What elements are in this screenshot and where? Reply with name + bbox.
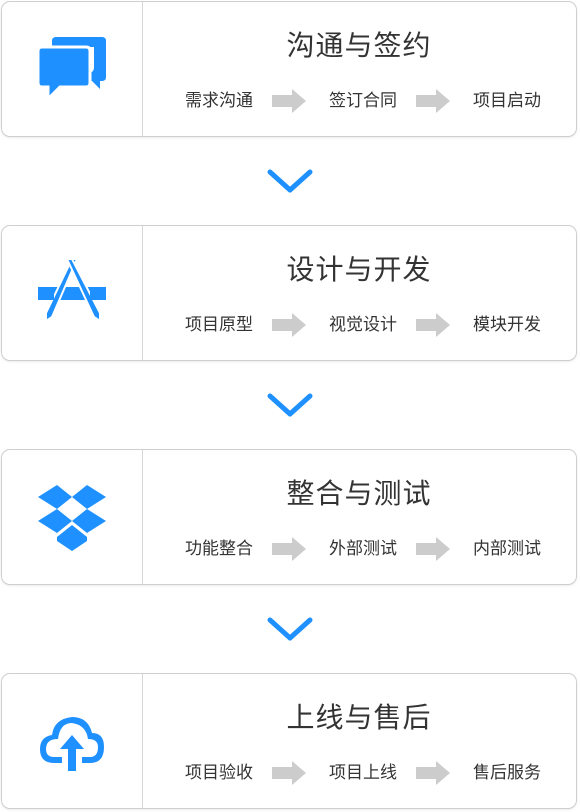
step-arrow-icon <box>272 89 306 113</box>
stage-title: 上线与售后 <box>286 701 432 734</box>
stage-icon-cell <box>2 450 143 584</box>
app-store-icon <box>38 258 106 323</box>
step-label: 模块开发 <box>473 315 541 335</box>
stage-icon-cell <box>2 2 143 136</box>
step-arrow-icon <box>272 761 306 785</box>
chat-bubbles-icon <box>36 37 106 103</box>
stage-title: 设计与开发 <box>286 253 432 286</box>
step-label: 视觉设计 <box>329 315 397 335</box>
step-label: 签订合同 <box>329 91 397 111</box>
stage-card-testing: 整合与测试 功能整合 外部测试 内部测试 <box>1 449 577 585</box>
stage-steps: 需求沟通 签订合同 项目启动 <box>142 88 576 114</box>
step-label: 需求沟通 <box>185 91 253 111</box>
stage-steps: 项目原型 视觉设计 模块开发 <box>142 312 576 338</box>
step-label: 项目启动 <box>473 91 541 111</box>
step-label: 项目验收 <box>185 763 253 783</box>
stage-card-communication: 沟通与签约 需求沟通 签订合同 项目启动 <box>1 1 577 137</box>
step-arrow-icon <box>416 761 450 785</box>
stage-steps: 功能整合 外部测试 内部测试 <box>142 536 576 562</box>
step-arrow-icon <box>416 537 450 561</box>
step-label: 售后服务 <box>473 763 541 783</box>
step-label: 项目上线 <box>329 763 397 783</box>
chevron-down-icon <box>267 169 313 193</box>
chevron-down-icon <box>267 617 313 641</box>
step-label: 功能整合 <box>185 539 253 559</box>
stage-steps: 项目验收 项目上线 售后服务 <box>142 760 576 786</box>
stage-icon-cell <box>2 674 143 808</box>
dropbox-icon <box>38 485 106 551</box>
stage-title: 沟通与签约 <box>286 29 432 62</box>
stage-card-launch: 上线与售后 项目验收 项目上线 售后服务 <box>1 673 577 809</box>
step-arrow-icon <box>416 313 450 337</box>
stage-title: 整合与测试 <box>286 477 432 510</box>
step-arrow-icon <box>272 313 306 337</box>
step-label: 内部测试 <box>473 539 541 559</box>
step-arrow-icon <box>416 89 450 113</box>
chevron-down-icon <box>267 393 313 417</box>
step-label: 项目原型 <box>185 315 253 335</box>
step-label: 外部测试 <box>329 539 397 559</box>
cloud-upload-icon <box>40 717 104 771</box>
step-arrow-icon <box>272 537 306 561</box>
stage-icon-cell <box>2 226 143 360</box>
stage-card-design: 设计与开发 项目原型 视觉设计 模块开发 <box>1 225 577 361</box>
